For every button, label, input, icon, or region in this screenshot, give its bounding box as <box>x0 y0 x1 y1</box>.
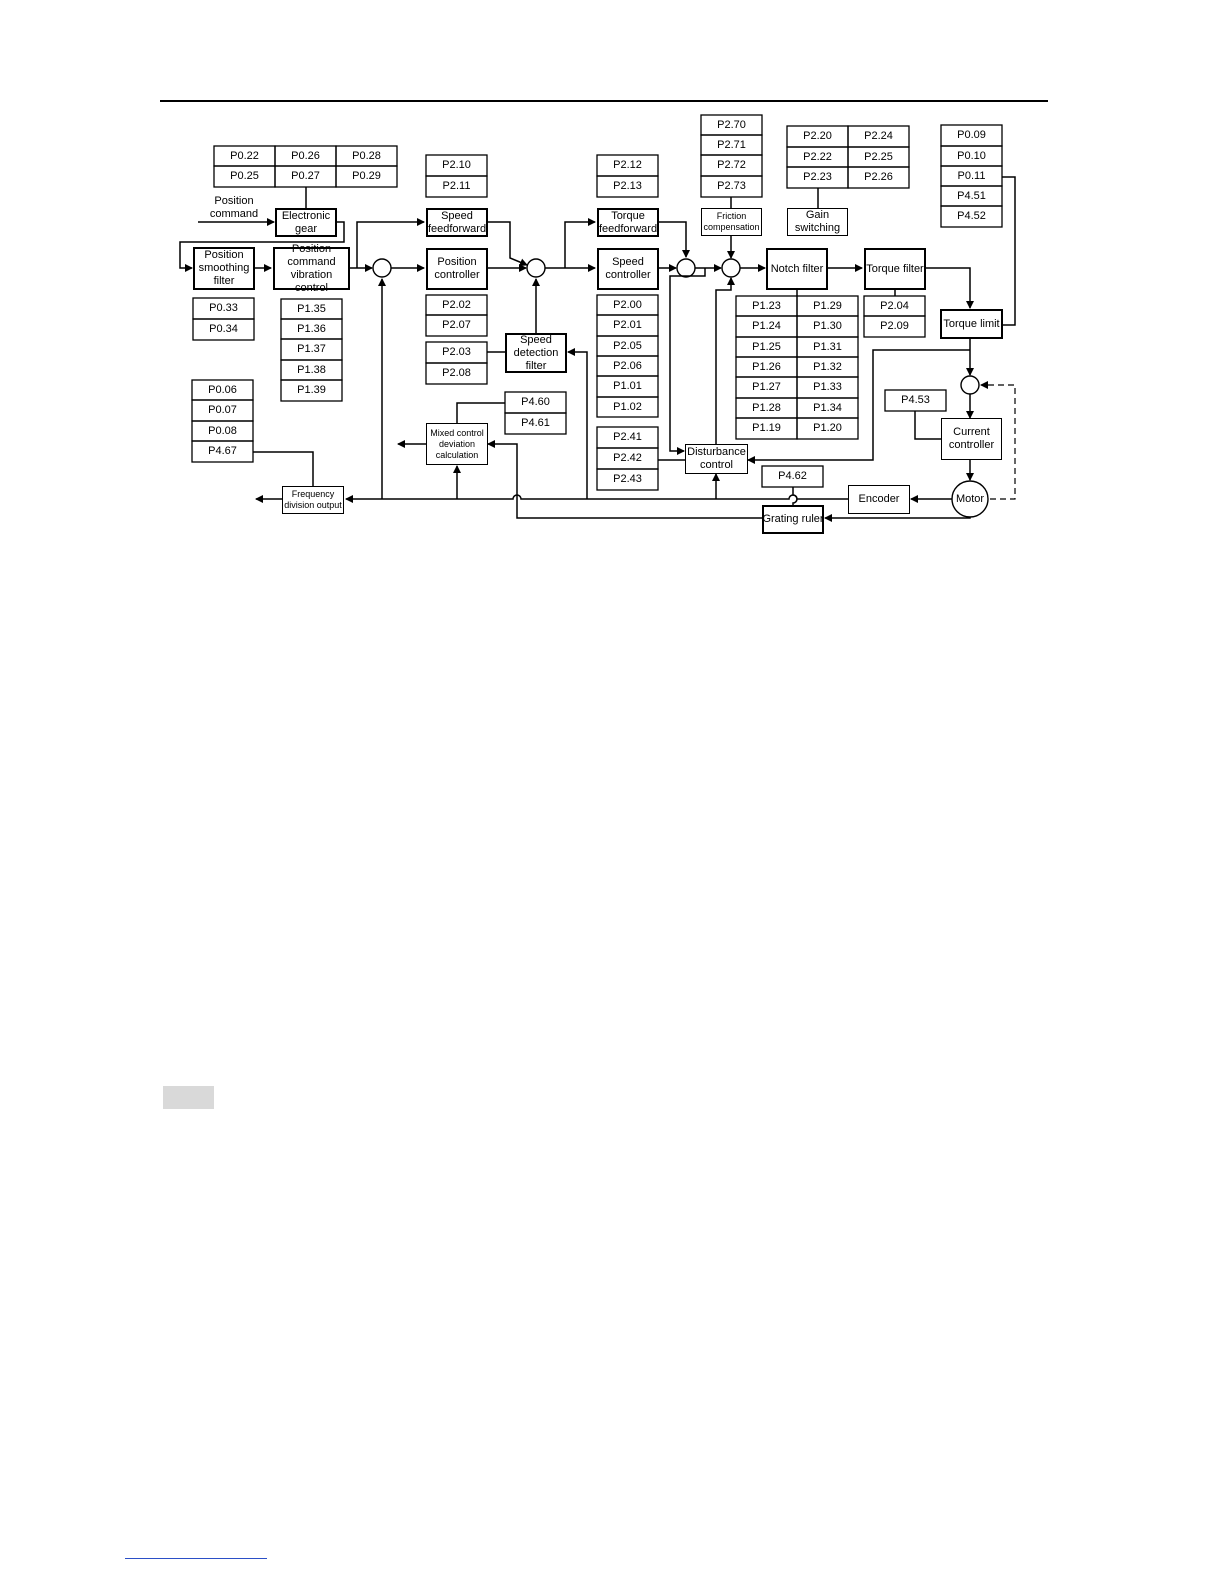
param-cell: P0.33 <box>209 302 238 314</box>
param-cell: P2.41 <box>613 431 642 443</box>
param-cell: P1.19 <box>752 422 781 434</box>
param-cell: P4.52 <box>957 210 986 222</box>
motor-label: Motor <box>955 492 985 505</box>
encoder-block: Encoder <box>848 485 910 514</box>
param-cell: P1.37 <box>297 343 326 355</box>
header-rule <box>160 100 1048 102</box>
disturbance-control-block: Disturbance control <box>685 444 748 474</box>
param-cell: P1.32 <box>813 360 842 373</box>
frequency-division-output-block: Frequency division output <box>282 486 344 514</box>
param-cell: P1.30 <box>813 320 842 332</box>
param-cell: P2.70 <box>717 118 746 131</box>
param-cell: P0.25 <box>230 170 259 182</box>
param-cell: P2.72 <box>717 159 746 171</box>
param-cell: P2.11 <box>442 180 471 192</box>
param-cell: P4.60 <box>521 396 550 408</box>
param-cell: P1.34 <box>813 401 842 414</box>
param-cell: P4.61 <box>521 417 550 429</box>
param-cell: P2.05 <box>613 339 642 352</box>
speed-detection-filter-block: Speed detection filter <box>505 333 567 373</box>
page-tab-marker <box>163 1086 214 1109</box>
gain-switching-block: Gain switching <box>787 208 848 236</box>
param-cell: P2.06 <box>613 359 642 372</box>
param-cell: P1.29 <box>813 299 842 312</box>
param-cell: P1.28 <box>752 401 781 414</box>
param-cell: P2.10 <box>442 159 471 171</box>
param-cell: P0.10 <box>957 149 986 162</box>
param-cell: P1.23 <box>752 299 781 312</box>
param-cell: P0.08 <box>208 424 237 437</box>
param-cell: P4.51 <box>957 189 986 202</box>
param-cell: P2.26 <box>864 171 893 183</box>
param-cell: P0.27 <box>291 170 320 182</box>
param-cell: P2.03 <box>442 346 471 358</box>
param-cell: P2.13 <box>613 180 642 192</box>
torque-filter-block: Torque filter <box>864 248 926 290</box>
vibration-control-block: Position command vibration control <box>273 243 350 294</box>
param-cell: P2.24 <box>864 130 893 142</box>
param-cell: P2.20 <box>803 130 832 142</box>
position-command-label: Position command <box>209 195 259 220</box>
electronic-gear-block: Electronic gear <box>275 208 337 237</box>
speed-controller-block: Speed controller <box>597 248 659 290</box>
friction-compensation-block: Friction compensation <box>701 208 762 236</box>
param-cell: P1.25 <box>752 340 781 353</box>
param-cell: P0.26 <box>291 149 320 162</box>
param-cell: P1.26 <box>752 360 781 373</box>
param-cell: P1.24 <box>752 320 781 332</box>
param-cell: P2.42 <box>613 452 642 464</box>
param-cell: P4.67 <box>208 445 237 457</box>
param-cell: P0.06 <box>208 383 237 396</box>
mixed-control-block: Mixed control deviation calculation <box>426 423 488 465</box>
param-cell: P2.07 <box>442 319 471 331</box>
param-cell: P4.62 <box>778 470 807 482</box>
param-cell: P1.27 <box>752 381 781 393</box>
param-cell: P0.28 <box>352 149 381 162</box>
torque-limit-block: Torque limit <box>940 309 1003 339</box>
param-cell: P2.02 <box>442 298 471 311</box>
param-cell: P0.07 <box>208 404 237 416</box>
param-cell: P2.12 <box>613 159 642 171</box>
param-cell: P2.08 <box>442 367 471 379</box>
position-controller-block: Position controller <box>426 248 488 290</box>
footer-rule <box>125 1558 267 1559</box>
param-cell: P0.29 <box>352 170 381 182</box>
param-cell: P1.38 <box>297 363 326 376</box>
param-cell: P2.04 <box>880 299 909 312</box>
param-cell: P0.11 <box>957 169 986 182</box>
notch-filter-block: Notch filter <box>766 248 828 290</box>
grating-ruler-block: Grating ruler <box>762 505 824 534</box>
param-cell: P2.22 <box>803 150 832 163</box>
param-cell: P1.36 <box>297 322 326 335</box>
param-cell: P1.35 <box>297 302 326 315</box>
param-cell: P2.43 <box>613 473 642 485</box>
param-cell: P0.22 <box>230 149 259 162</box>
param-cell: P2.71 <box>717 138 746 151</box>
summing-junctions <box>372 258 989 518</box>
dashed-feedback <box>980 381 1016 500</box>
param-cell: P1.20 <box>813 422 842 434</box>
param-cell: P1.01 <box>613 380 642 392</box>
param-cell: P2.01 <box>613 319 642 331</box>
param-cell: P2.73 <box>717 180 746 192</box>
param-cell: P2.09 <box>880 320 909 332</box>
position-smoothing-filter-block: Position smoothing filter <box>193 247 255 290</box>
torque-feedforward-block: Torque feedforward <box>597 208 659 237</box>
speed-feedforward-block: Speed feedforward <box>426 208 488 237</box>
current-controller-block: Current controller <box>941 418 1002 460</box>
param-cell: P2.00 <box>613 298 642 311</box>
param-cell: P1.39 <box>297 384 326 396</box>
param-cell: P2.23 <box>803 171 832 183</box>
param-cell: P0.34 <box>209 323 238 335</box>
param-cell: P1.31 <box>813 340 842 353</box>
param-cell: P0.09 <box>957 129 986 141</box>
param-grids <box>191 114 1003 491</box>
param-cell: P1.33 <box>813 381 842 393</box>
param-cell: P1.02 <box>613 400 642 413</box>
signal-lines <box>179 176 1016 522</box>
param-cell: P4.53 <box>901 394 930 406</box>
param-cell: P2.25 <box>864 150 893 163</box>
